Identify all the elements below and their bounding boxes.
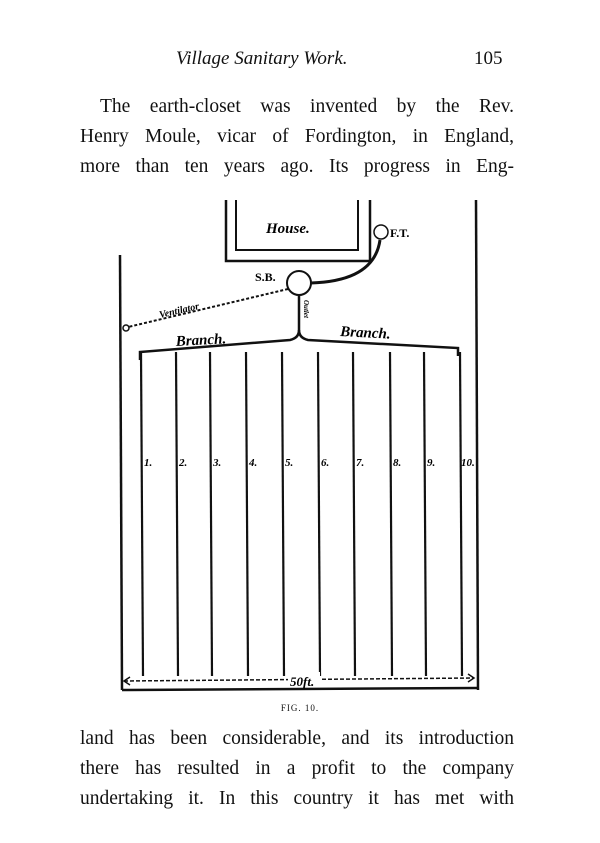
ft-circle <box>373 224 389 240</box>
drain-pipe-3 <box>208 351 214 677</box>
drain-label-1: 1. <box>144 457 152 469</box>
sb-label: S.B. <box>255 270 276 284</box>
drain-pipe-4 <box>244 351 250 677</box>
drain-label-5: 5. <box>285 457 293 469</box>
paragraph-top: The earth-closet was invented by the Rev… <box>80 92 514 182</box>
drain-pipe-9 <box>422 351 428 677</box>
drain-pipe-10 <box>458 351 464 677</box>
ventilator-end <box>122 324 130 332</box>
paragraph-bottom: land has been considerable, and its intr… <box>80 724 514 814</box>
drain-label-6: 6. <box>321 457 329 469</box>
frame-right <box>474 199 480 691</box>
drain-pipe-8 <box>388 351 394 677</box>
branch-right-label: Branch. <box>339 324 391 343</box>
drain-label-10: 10. <box>461 457 475 469</box>
dimension-arrows <box>122 673 476 686</box>
dimension-label: 50ft. <box>290 674 314 689</box>
drain-label-9: 9. <box>427 457 435 469</box>
drain-pipe-6 <box>316 351 322 677</box>
branch-right <box>297 329 460 356</box>
branch-left-label: Branch. <box>174 331 226 350</box>
drain-pipe-5 <box>280 351 286 677</box>
house-label: House. <box>265 221 310 237</box>
drain-label-4: 4. <box>248 457 257 469</box>
ventilator-pipe <box>127 288 289 328</box>
running-header-title: Village Sanitary Work. <box>176 48 348 69</box>
text-line: The earth-closet was invented by the Rev… <box>100 96 514 117</box>
outlet-label: Outlet <box>302 300 310 319</box>
text-line: land has been considerable, and its intr… <box>80 728 514 749</box>
drain-pipe-1 <box>139 351 145 677</box>
ventilator-label: Ventilator <box>158 301 200 321</box>
ft-label: F.T. <box>390 226 409 240</box>
text-line: there has resulted in a profit to the co… <box>80 758 514 779</box>
drain-label-3: 3. <box>212 457 221 469</box>
text-line: undertaking it. In this country it has m… <box>80 788 514 809</box>
figure-caption: FIG. 10. <box>280 703 320 713</box>
frame-left <box>118 254 124 691</box>
drain-pipe-2 <box>174 351 180 677</box>
drain-pipe-7 <box>351 351 357 677</box>
drain-label-2: 2. <box>178 457 187 469</box>
text-line: more than ten years ago. Its progress in… <box>80 156 514 177</box>
drain-label-8: 8. <box>393 457 401 469</box>
text-line: Henry Moule, vicar of Fordington, in Eng… <box>80 126 514 147</box>
frame-bottom <box>121 686 479 692</box>
house-inner-wall <box>235 200 359 251</box>
sb-circle <box>286 270 312 296</box>
house-outer-wall <box>224 200 372 263</box>
page-number: 105 <box>474 48 503 69</box>
drain-label-7: 7. <box>356 457 364 469</box>
ft-pipe <box>310 239 382 285</box>
